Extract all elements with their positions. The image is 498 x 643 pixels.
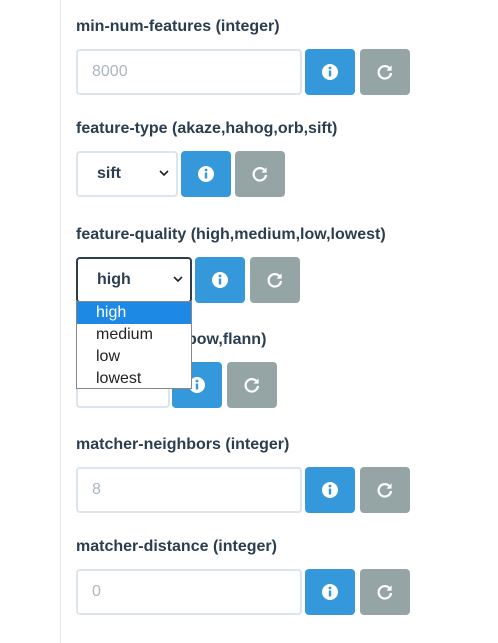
- info-circle-icon: [322, 482, 338, 498]
- matcher-neighbors-input[interactable]: 8: [76, 467, 302, 513]
- info-button[interactable]: [305, 569, 355, 615]
- info-button[interactable]: [305, 467, 355, 513]
- reset-button[interactable]: [227, 362, 277, 408]
- feature-type-select[interactable]: sift: [76, 151, 178, 197]
- info-circle-icon: [212, 272, 228, 288]
- info-button[interactable]: [195, 257, 245, 303]
- info-circle-icon: [189, 377, 205, 393]
- reset-button[interactable]: [250, 257, 300, 303]
- field-label: matcher-neighbors (integer): [76, 436, 290, 453]
- info-button[interactable]: [181, 151, 231, 197]
- matcher-distance-input[interactable]: 0: [76, 569, 302, 615]
- info-circle-icon: [322, 584, 338, 600]
- min-num-features-input[interactable]: 8000: [76, 49, 302, 95]
- refresh-icon: [267, 273, 283, 288]
- field-label: feature-type (akaze,hahog,orb,sift): [76, 120, 338, 137]
- panel-divider: [60, 0, 61, 643]
- chevron-down-icon: [173, 276, 183, 283]
- info-circle-icon: [322, 64, 338, 80]
- select-value: sift: [97, 165, 121, 182]
- field-label: min-num-features (integer): [76, 18, 280, 35]
- reset-button[interactable]: [235, 151, 285, 197]
- field-label: feature-quality (high,medium,low,lowest): [76, 226, 386, 243]
- reset-button[interactable]: [360, 49, 410, 95]
- dropdown-option-low[interactable]: low: [96, 348, 121, 365]
- dropdown-option-lowest[interactable]: lowest: [96, 370, 142, 387]
- dropdown-option-medium[interactable]: medium: [96, 326, 153, 343]
- chevron-down-icon: [159, 170, 169, 177]
- refresh-icon: [377, 483, 393, 498]
- field-label: bow,flann): [187, 331, 267, 348]
- feature-quality-select[interactable]: high: [76, 257, 192, 303]
- field-label: matcher-distance (integer): [76, 538, 277, 555]
- refresh-icon: [252, 167, 268, 182]
- reset-button[interactable]: [360, 467, 410, 513]
- select-value: high: [97, 271, 131, 288]
- info-circle-icon: [198, 166, 214, 182]
- refresh-icon: [377, 585, 393, 600]
- feature-quality-dropdown: high medium low lowest: [76, 301, 192, 389]
- refresh-icon: [244, 378, 260, 393]
- info-button[interactable]: [305, 49, 355, 95]
- dropdown-option-high[interactable]: high: [77, 302, 191, 324]
- reset-button[interactable]: [360, 569, 410, 615]
- refresh-icon: [377, 65, 393, 80]
